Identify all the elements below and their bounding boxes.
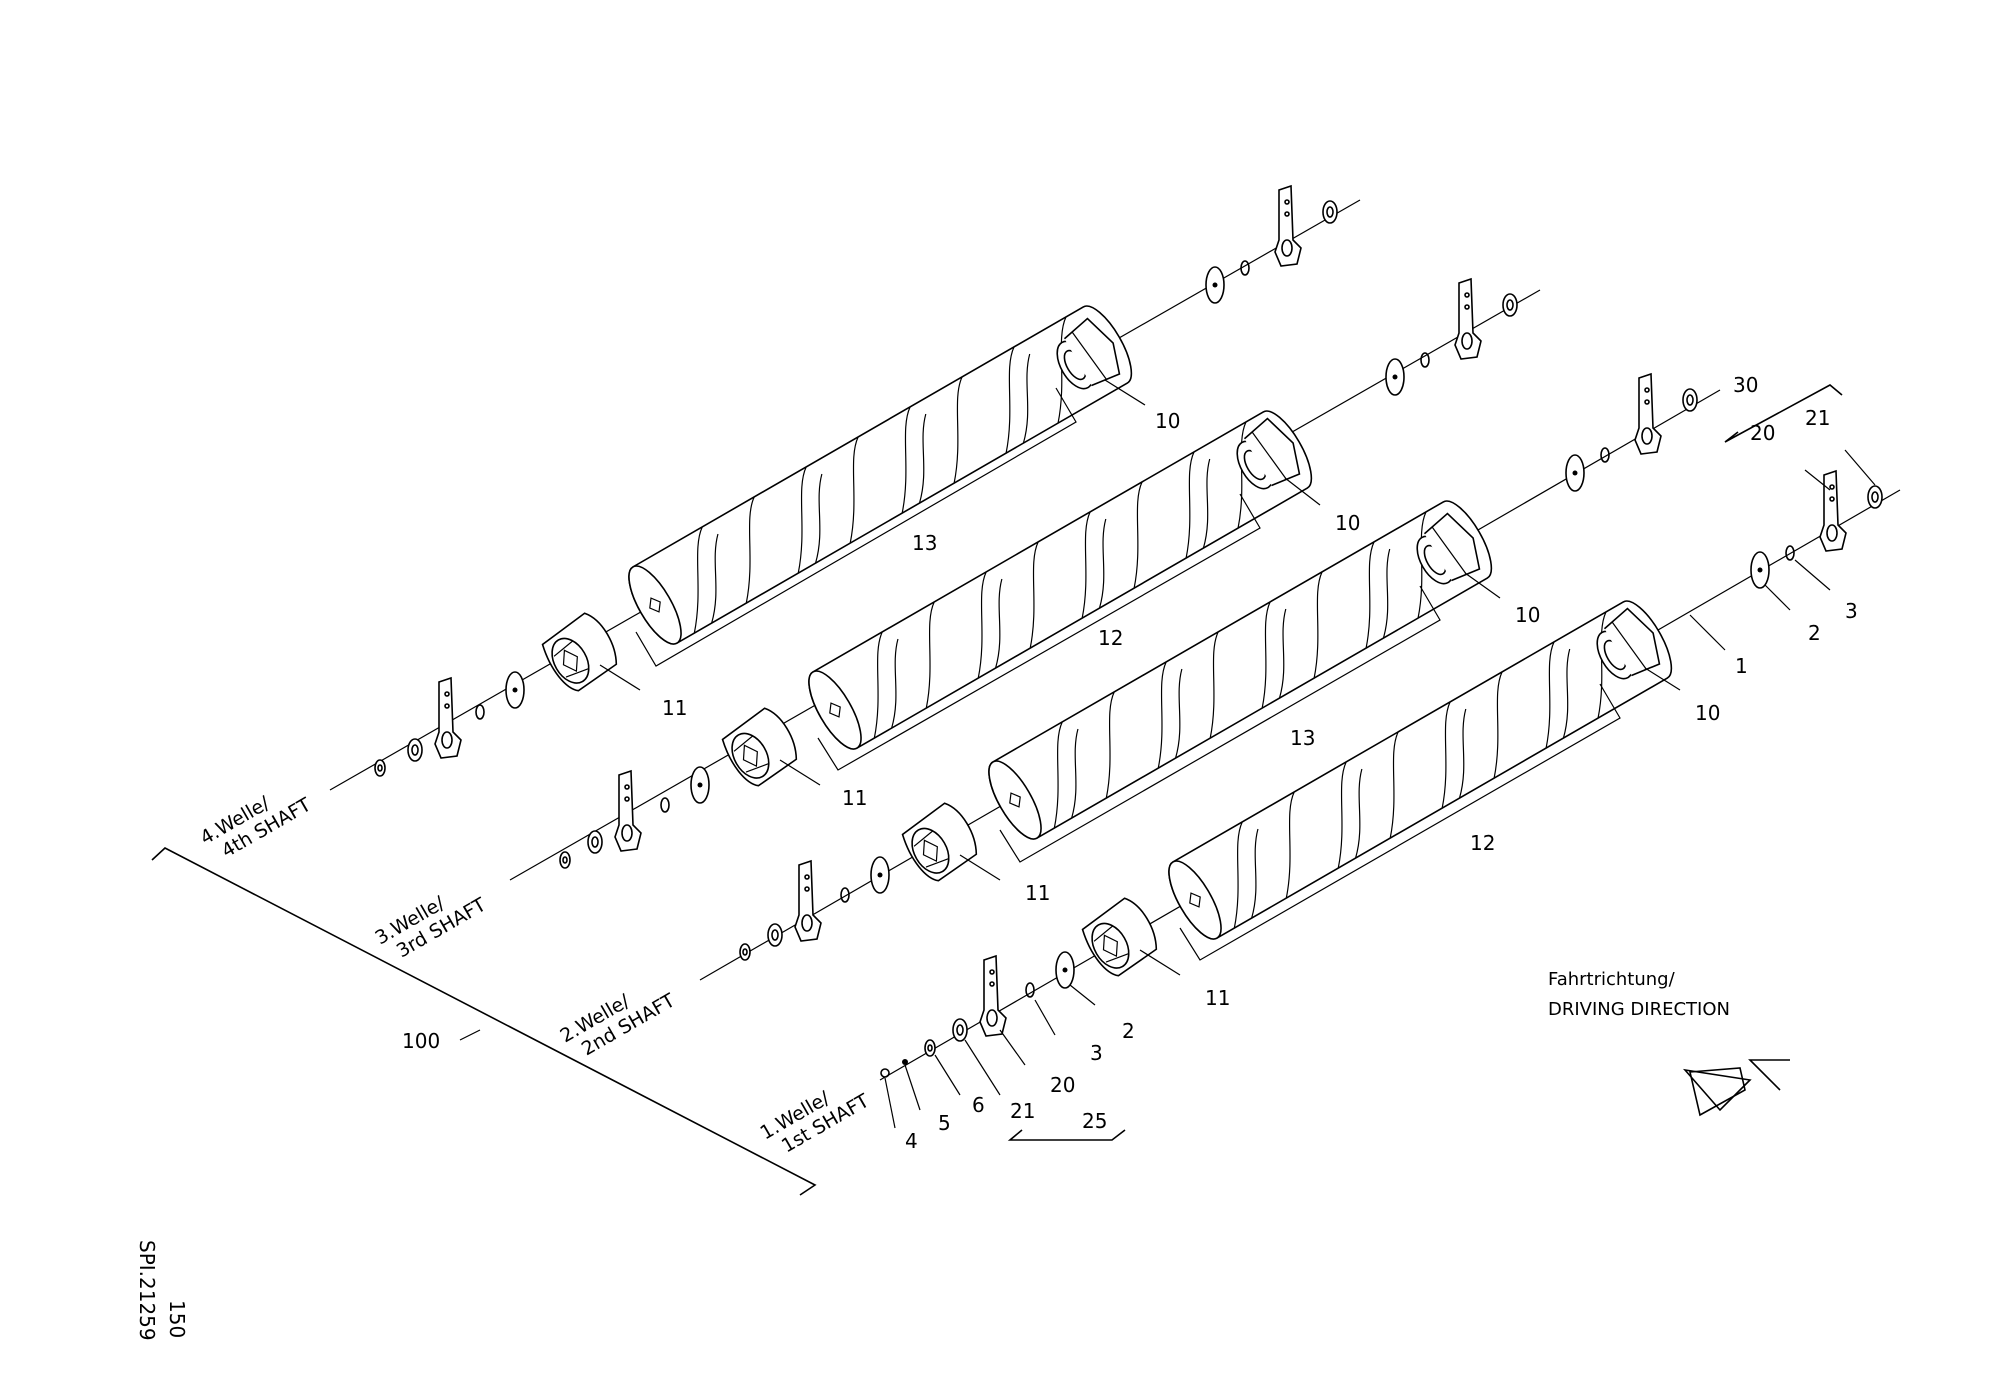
label-11-shaft4: 11: [662, 696, 687, 720]
small-nut-shaft3-left: [559, 851, 571, 869]
drawing-number: SPI.21259: [135, 1240, 159, 1341]
group-bracket-100: [151, 847, 817, 1196]
nut-21-shaft1-right: [1867, 485, 1883, 509]
ring-shaft3-left: [660, 797, 670, 813]
label-10-shaft1: 10: [1695, 701, 1720, 725]
nut-shaft2-left: [767, 923, 783, 947]
label-21-right: 21: [1805, 406, 1830, 430]
bracket-line-12-upper: [817, 493, 1261, 771]
bracket-shaft4-right: [1274, 185, 1302, 267]
label-20-left: 20: [1050, 1073, 1075, 1097]
bracket-20-shaft1-right: [1819, 470, 1847, 552]
ring-shaft4-left: [475, 704, 485, 720]
shaft-1-label: 1.Welle/ 1st SHAFT: [757, 1087, 874, 1157]
bracket-shaft2-left: [794, 860, 822, 942]
bracket-shaft2-right: [1634, 373, 1662, 455]
bearing-11-shaft4: [536, 607, 626, 697]
bracket-line-13-lower: [999, 585, 1441, 863]
washer-shaft4-left: [505, 671, 525, 709]
label-6: 6: [972, 1093, 985, 1117]
shaft-2-label: 2.Welle/ 2nd SHAFT: [557, 989, 680, 1060]
bolt-4: [880, 1068, 890, 1078]
label-12-lower: 12: [1470, 831, 1495, 855]
label-10-shaft3: 10: [1335, 511, 1360, 535]
washer-2-shaft1-left: [1055, 951, 1075, 989]
shaft-2-assembly: [739, 373, 1698, 961]
drawing-sheet: 150: [165, 1300, 189, 1338]
bracket-shaft3-left: [614, 770, 642, 852]
label-13-top: 13: [912, 531, 937, 555]
label-10-shaft4: 10: [1155, 409, 1180, 433]
label-1: 1: [1735, 654, 1748, 678]
label-5: 5: [938, 1111, 951, 1135]
label-2-right: 2: [1808, 621, 1821, 645]
arrow-body: [1689, 1067, 1746, 1117]
nut-shaft3-left: [587, 830, 603, 854]
label-11-shaft2: 11: [1025, 881, 1050, 905]
label-2-left: 2: [1122, 1019, 1135, 1043]
nut-21-shaft1-left: [952, 1018, 968, 1042]
bearing-11-shaft2: [896, 797, 986, 887]
drawing-id: SPI.21259 150: [135, 1240, 189, 1341]
ring-3-shaft1-left: [1025, 982, 1035, 998]
nut-shaft4-right: [1322, 200, 1338, 224]
nut-6-shaft1-left: [924, 1039, 936, 1057]
ring-shaft3-right: [1420, 352, 1430, 368]
label-13-lower: 13: [1290, 726, 1315, 750]
bracket-shaft4-left: [434, 677, 462, 759]
label-4: 4: [905, 1129, 918, 1153]
shaft-4-label: 4.Welle/ 4th SHAFT: [197, 792, 316, 862]
small-nut-shaft4-left: [374, 759, 386, 777]
label-11-shaft1: 11: [1205, 986, 1230, 1010]
bracket-shaft3-right: [1454, 278, 1482, 360]
label-3-right: 3: [1845, 599, 1858, 623]
label-3-left: 3: [1090, 1041, 1103, 1065]
nut-shaft3-right: [1502, 293, 1518, 317]
driving-direction-arrow: [1748, 1059, 1790, 1091]
shaft-3-label: 3.Welle/ 3rd SHAFT: [372, 892, 491, 962]
washer-2-shaft1-right: [1750, 551, 1770, 589]
label-30: 30: [1733, 373, 1758, 397]
shaft-4-assembly: [374, 185, 1338, 777]
label-20-right: 20: [1750, 421, 1775, 445]
label-11-shaft3: 11: [842, 786, 867, 810]
washer-shaft3-right: [1385, 358, 1405, 396]
shaft-3-assembly: [559, 278, 1518, 869]
bracket-20-shaft1-left: [979, 955, 1007, 1037]
small-nut-shaft2-left: [739, 943, 751, 961]
group-bracket-30: [1724, 384, 1843, 443]
direction-label-en: DRIVING DIRECTION: [1548, 999, 1730, 1020]
nut-shaft4-left: [407, 738, 423, 762]
washer-shaft3-left: [690, 766, 710, 804]
bearing-11-shaft1: [1076, 892, 1166, 982]
shaft-1-assembly: [880, 449, 1883, 1129]
direction-label-de: Fahrtrichtung/: [1548, 969, 1676, 990]
bracket-line-12-lower: [1179, 683, 1621, 961]
washer-shaft2-right: [1565, 454, 1585, 492]
washer-shaft2-left: [870, 856, 890, 894]
bearing-11-shaft3: [716, 702, 806, 792]
label-21-left: 21: [1010, 1099, 1035, 1123]
nut-shaft2-right: [1682, 388, 1698, 412]
label-100: 100: [402, 1029, 440, 1053]
washer-shaft4-right: [1205, 266, 1225, 304]
group-bracket-25: [1007, 1129, 1126, 1141]
label-12-upper: 12: [1098, 626, 1123, 650]
label-10-shaft2: 10: [1515, 603, 1540, 627]
washer-5: [902, 1059, 908, 1065]
bracket-line-13-top: [635, 387, 1077, 667]
label-25: 25: [1082, 1109, 1107, 1133]
